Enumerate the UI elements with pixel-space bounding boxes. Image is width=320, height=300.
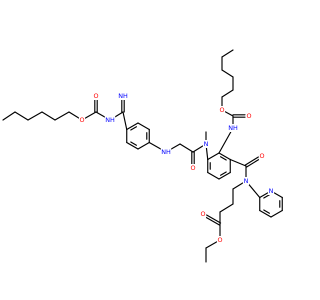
label-backdrop	[258, 152, 266, 160]
benzene-ring-left	[130, 126, 137, 131]
label-backdrop	[189, 164, 197, 172]
benzene-ring-left	[137, 122, 150, 131]
alkyl-chain	[54, 111, 70, 121]
amide-double-bond	[244, 156, 259, 166]
label-backdrop	[92, 92, 100, 100]
bond	[122, 111, 128, 131]
alkyl-chain	[41, 111, 56, 121]
label-backdrop	[242, 177, 250, 185]
label-backdrop	[216, 236, 224, 244]
atom-label-o-carbonyl-left: O	[93, 92, 98, 100]
label-backdrop	[267, 187, 275, 195]
benzene-ring-right	[218, 171, 231, 180]
bonds	[2, 49, 283, 263]
background	[0, 0, 300, 300]
pyridine-ring	[270, 209, 283, 218]
bond	[179, 143, 194, 153]
atom-label-o-amide-benzoyl: O	[259, 152, 264, 160]
pyridine-ring	[263, 209, 270, 214]
atom-label-n-pyridine: N	[269, 187, 274, 195]
atom-label-o-ethyl-ester-carbonyl: O	[200, 210, 205, 218]
bond	[218, 127, 234, 154]
label-backdrop	[117, 92, 129, 100]
benzene-ring-left	[130, 141, 137, 146]
label-backdrop	[202, 140, 210, 148]
atom-label-o-ester-left: O	[79, 116, 84, 124]
ester-double-bond	[206, 214, 222, 224]
alkyl-chain	[221, 49, 234, 58]
benzene-ring-right	[207, 152, 220, 161]
label-backdrop	[160, 148, 172, 156]
benzene-ring-right	[220, 171, 227, 176]
label-backdrop	[227, 124, 239, 132]
label-backdrop	[218, 106, 226, 114]
pyridine-ring	[263, 194, 270, 199]
alkyl-chain	[2, 111, 16, 121]
atom-label-o-amide-glycyl: O	[190, 164, 195, 172]
atom-labels: NH NH O O NH N O NH O O O N N O O	[78, 92, 275, 244]
atom-label-n-methyl: N	[204, 140, 209, 148]
label-backdrop	[245, 112, 253, 120]
label-backdrop	[199, 210, 207, 218]
benzene-ring-right	[220, 156, 227, 161]
alkyl-chain	[14, 111, 29, 121]
atom-label-o-carbonyl-right: O	[246, 112, 251, 120]
alkyl-chain	[221, 89, 234, 98]
benzene-ring-right	[207, 171, 220, 180]
atom-label-nh-carbamate-left: NH	[105, 116, 115, 124]
atom-label-o-ester-right: O	[219, 106, 224, 114]
atom-label-nh-aniline: NH	[161, 148, 171, 156]
alkyl-chain	[221, 69, 234, 78]
benzene-ring-left	[126, 122, 139, 131]
molecule-structure: NH NH O O NH N O NH O O O N N O O	[0, 0, 300, 300]
benzene-ring-left	[137, 141, 150, 150]
label-backdrop	[104, 116, 116, 124]
atom-label-nh-carbamate-right: NH	[228, 124, 238, 132]
benzene-ring-right	[218, 152, 231, 161]
amide-double-bond	[246, 158, 261, 168]
atom-label-n-amide: N	[244, 177, 249, 185]
pyridine-ring	[259, 209, 272, 218]
benzene-ring-left	[126, 141, 139, 150]
atom-label-o-ethyl-ester: O	[217, 236, 222, 244]
label-backdrop	[78, 116, 86, 124]
alkyl-chain	[27, 111, 43, 121]
atom-label-nh-imine: NH	[118, 92, 128, 100]
ester-double-bond	[204, 216, 220, 226]
bond	[229, 158, 247, 167]
bond	[219, 203, 234, 213]
